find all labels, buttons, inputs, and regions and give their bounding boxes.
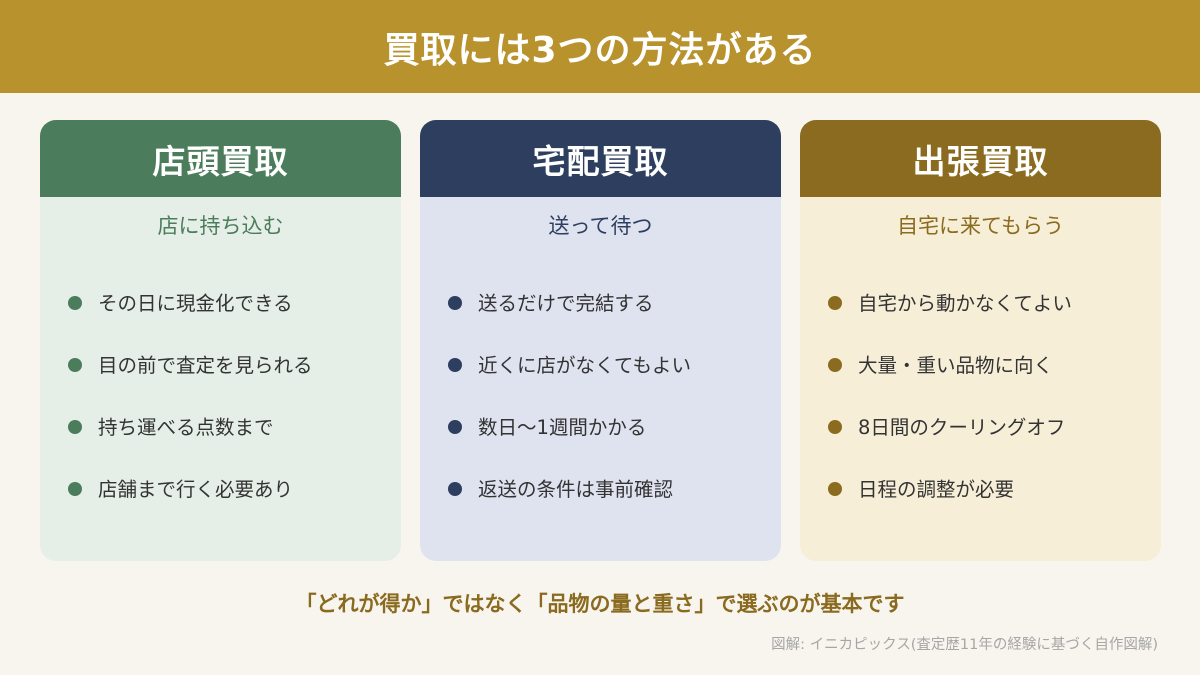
- bullet-dot-icon: [828, 420, 842, 434]
- list-item: 持ち運べる点数まで: [68, 396, 313, 458]
- bullet-dot-icon: [448, 420, 462, 434]
- list-item-text: 数日〜1週間かかる: [478, 415, 647, 439]
- card-feature-list: その日に現金化できる 目の前で査定を見られる 持ち運べる点数まで 店舗まで行く必…: [68, 272, 313, 520]
- card-heading: 出張買取: [800, 120, 1161, 197]
- bullet-dot-icon: [448, 358, 462, 372]
- bullet-dot-icon: [68, 296, 82, 310]
- bullet-dot-icon: [68, 420, 82, 434]
- list-item-text: 8日間のクーリングオフ: [858, 415, 1066, 439]
- bullet-dot-icon: [828, 296, 842, 310]
- card-heading: 店頭買取: [40, 120, 401, 197]
- title-banner: 買取には3つの方法がある: [0, 0, 1200, 93]
- bullet-dot-icon: [448, 482, 462, 496]
- list-item: 店舗まで行く必要あり: [68, 458, 313, 520]
- list-item: 自宅から動かなくてよい: [828, 272, 1072, 334]
- card-feature-list: 送るだけで完結する 近くに店がなくてもよい 数日〜1週間かかる 返送の条件は事前…: [448, 272, 691, 520]
- card-heading: 宅配買取: [420, 120, 781, 197]
- list-item: 送るだけで完結する: [448, 272, 691, 334]
- card-store-purchase: 店頭買取 店に持ち込む その日に現金化できる 目の前で査定を見られる 持ち運べる…: [40, 120, 401, 561]
- card-delivery-purchase: 宅配買取 送って待つ 送るだけで完結する 近くに店がなくてもよい 数日〜1週間か…: [420, 120, 781, 561]
- card-home-visit-purchase: 出張買取 自宅に来てもらう 自宅から動かなくてよい 大量・重い品物に向く 8日間…: [800, 120, 1161, 561]
- bullet-dot-icon: [68, 358, 82, 372]
- list-item-text: 持ち運べる点数まで: [98, 415, 274, 439]
- list-item-text: 目の前で査定を見られる: [98, 353, 313, 377]
- card-subtitle: 自宅に来てもらう: [897, 214, 1064, 238]
- list-item-text: 返送の条件は事前確認: [478, 477, 674, 501]
- list-item: 近くに店がなくてもよい: [448, 334, 691, 396]
- list-item: その日に現金化できる: [68, 272, 313, 334]
- bullet-dot-icon: [828, 358, 842, 372]
- bullet-dot-icon: [828, 482, 842, 496]
- list-item: 大量・重い品物に向く: [828, 334, 1072, 396]
- list-item-text: その日に現金化できる: [98, 291, 293, 315]
- list-item-text: 自宅から動かなくてよい: [858, 291, 1072, 315]
- list-item-text: 日程の調整が必要: [858, 477, 1015, 501]
- list-item: 8日間のクーリングオフ: [828, 396, 1072, 458]
- summary-message: 「どれが得か」ではなく「品物の量と重さ」で選ぶのが基本です: [295, 592, 905, 616]
- list-item: 日程の調整が必要: [828, 458, 1072, 520]
- card-feature-list: 自宅から動かなくてよい 大量・重い品物に向く 8日間のクーリングオフ 日程の調整…: [828, 272, 1072, 520]
- list-item: 返送の条件は事前確認: [448, 458, 691, 520]
- card-subtitle: 店に持ち込む: [157, 214, 284, 238]
- list-item-text: 大量・重い品物に向く: [858, 353, 1054, 377]
- bullet-dot-icon: [68, 482, 82, 496]
- list-item: 目の前で査定を見られる: [68, 334, 313, 396]
- list-item-text: 送るだけで完結する: [478, 291, 654, 315]
- page-title: 買取には3つの方法がある: [383, 29, 817, 71]
- image-credit: 図解: イニカピックス(査定歴11年の経験に基づく自作図解): [771, 637, 1158, 653]
- list-item-text: 店舗まで行く必要あり: [98, 477, 294, 501]
- bullet-dot-icon: [448, 296, 462, 310]
- card-subtitle: 送って待つ: [548, 214, 653, 238]
- list-item: 数日〜1週間かかる: [448, 396, 691, 458]
- list-item-text: 近くに店がなくてもよい: [478, 353, 691, 377]
